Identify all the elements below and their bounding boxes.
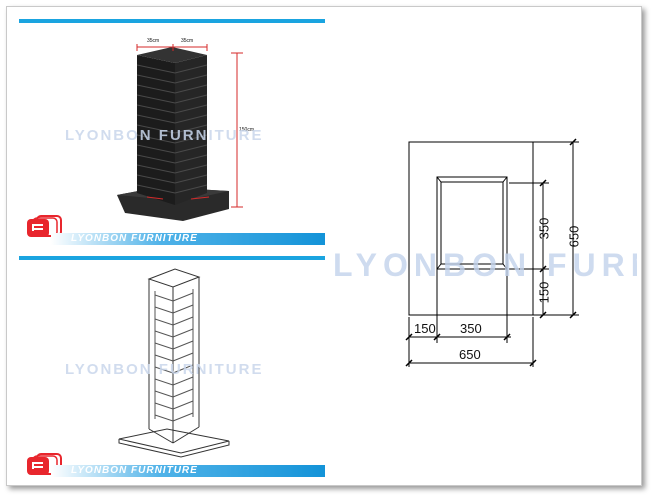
image-frame: 35cm 35cm 150cm LYONBON FURNITURE LYONBO…	[6, 6, 642, 486]
column-outer	[436, 176, 508, 270]
brand-bar	[51, 233, 325, 245]
width-label-right: 35cm	[181, 38, 194, 44]
drawing-slats	[154, 289, 194, 422]
dim-right-total: 650	[566, 225, 582, 248]
dim-right-lower: 150	[536, 281, 552, 304]
drawing-top	[147, 268, 201, 288]
plan-view-drawing	[405, 138, 579, 367]
red-dimension-lines	[136, 44, 243, 208]
dim-bottom-left: 150	[414, 321, 436, 336]
tower-line-drawing	[118, 268, 230, 458]
dim-right-upper: 350	[536, 217, 552, 240]
brand-bar	[51, 465, 325, 477]
dim-bottom-total: 650	[459, 347, 481, 362]
tower-top	[137, 47, 207, 63]
height-label: 150cm	[239, 127, 255, 133]
tower-slats	[136, 64, 208, 194]
base-outline	[408, 141, 534, 316]
dim-bottom-middle: 350	[460, 321, 482, 336]
brand-name: LYONBON FURNITURE	[71, 465, 198, 476]
width-label-left: 35cm	[147, 38, 160, 44]
lyonbon-logo-icon	[27, 215, 62, 237]
watermark: LYONBON FURNITURE	[65, 127, 264, 144]
column-inner	[440, 181, 504, 265]
brand-name: LYONBON FURNITURE	[71, 233, 198, 244]
lyonbon-logo-icon	[27, 453, 62, 475]
top-stripe	[19, 19, 325, 23]
watermark: LYONBON FURNITURE	[65, 361, 264, 378]
plan-view-panel: LYONBON FURNITURE 150 350 650 350 150 65…	[333, 7, 641, 485]
product-drawing-panel: LYONBON FURNITURE LYONBON FURNITURE	[7, 251, 329, 485]
watermark: LYONBON FURNITURE	[333, 247, 637, 283]
middle-stripe	[19, 256, 325, 260]
product-photo-panel: 35cm 35cm 150cm LYONBON FURNITURE LYONBO…	[7, 7, 329, 247]
black-tower-photo	[117, 44, 243, 221]
